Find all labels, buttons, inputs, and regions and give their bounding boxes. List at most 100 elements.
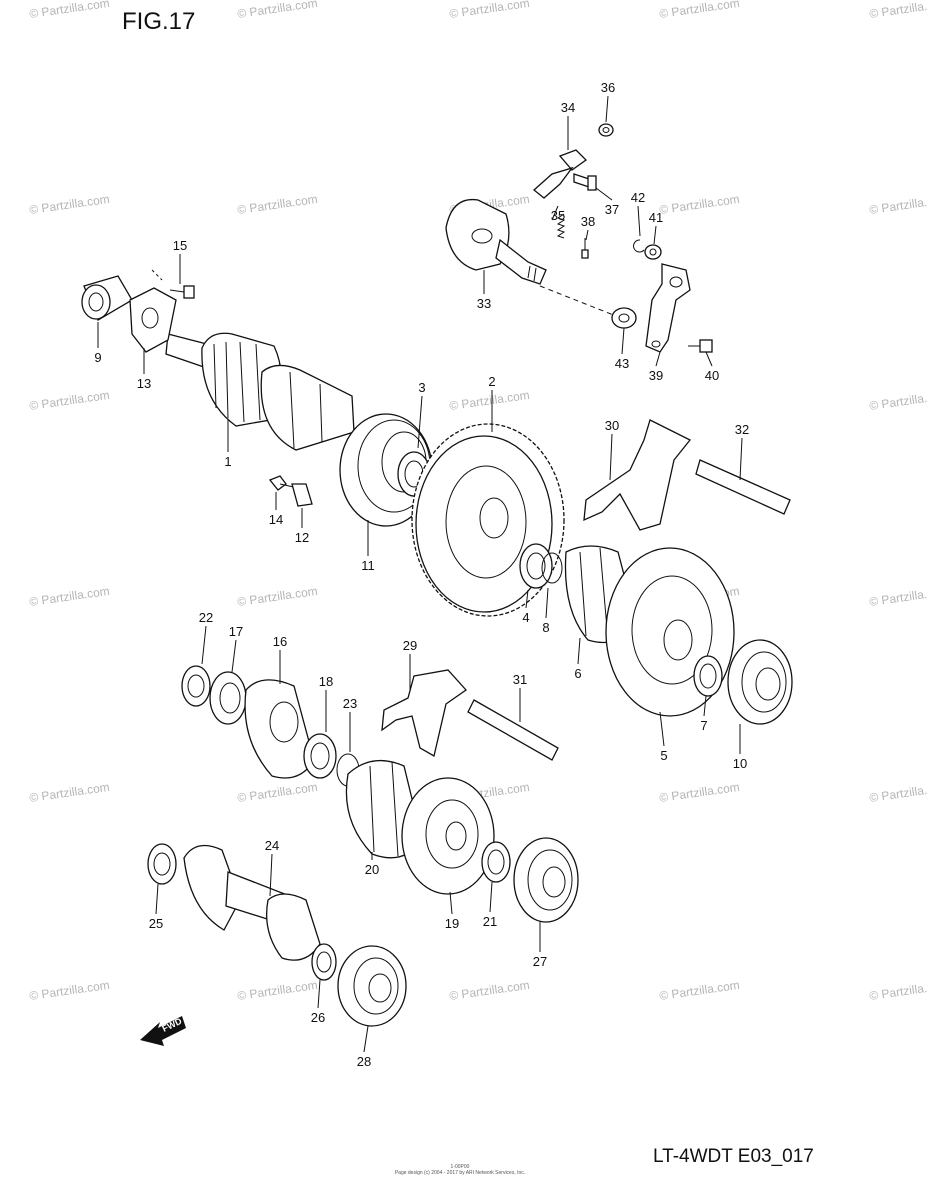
part-22-washer[interactable] <box>181 665 211 707</box>
callout-37[interactable]: 37 <box>605 202 619 217</box>
callout-14[interactable]: 14 <box>269 512 283 527</box>
callout-28[interactable]: 28 <box>357 1054 371 1069</box>
callout-40[interactable]: 40 <box>705 368 719 383</box>
callout-16[interactable]: 16 <box>273 634 287 649</box>
watermark-1: © Partzilla.com <box>236 0 318 21</box>
part-19-gear[interactable] <box>401 777 495 895</box>
callout-24[interactable]: 24 <box>265 838 279 853</box>
callout-18[interactable]: 18 <box>319 674 333 689</box>
part-41-washer[interactable] <box>644 244 662 260</box>
part-30-shift-fork[interactable] <box>583 419 692 531</box>
callout-8[interactable]: 8 <box>542 620 549 635</box>
part-42-circlip[interactable] <box>633 239 645 253</box>
leader-line-38 <box>585 229 589 241</box>
part-8-circlip[interactable] <box>541 552 563 584</box>
part-29-shift-fork[interactable] <box>381 669 467 757</box>
part-40-bolt[interactable] <box>688 339 713 353</box>
callout-31[interactable]: 31 <box>513 672 527 687</box>
part-28-bearing[interactable] <box>337 945 407 1027</box>
watermark-20: © Partzilla.com <box>236 780 318 805</box>
callout-32[interactable]: 32 <box>735 422 749 437</box>
watermark-25: © Partzilla.com <box>236 978 318 1003</box>
callout-38[interactable]: 38 <box>581 214 595 229</box>
callout-36[interactable]: 36 <box>601 80 615 95</box>
part-38-bolt[interactable] <box>581 238 589 259</box>
callout-17[interactable]: 17 <box>229 624 243 639</box>
callout-4[interactable]: 4 <box>522 610 529 625</box>
callout-30[interactable]: 30 <box>605 418 619 433</box>
callout-10[interactable]: 10 <box>733 756 747 771</box>
part-35-spring[interactable] <box>556 213 566 239</box>
leader-line-26 <box>317 979 321 1009</box>
part-14-bolt[interactable] <box>268 475 299 491</box>
leader-line-28 <box>363 1025 369 1053</box>
callout-6[interactable]: 6 <box>574 666 581 681</box>
part-21-washer[interactable] <box>481 841 511 883</box>
callout-12[interactable]: 12 <box>295 530 309 545</box>
leader-line-21 <box>489 881 493 913</box>
watermark-18: © Partzilla.com <box>868 584 927 609</box>
leader-line-6 <box>577 637 581 665</box>
leader-line-8 <box>545 587 549 619</box>
part-34-shift-pawl-lever[interactable] <box>532 149 588 199</box>
callout-1[interactable]: 1 <box>224 454 231 469</box>
watermark-15: © Partzilla.com <box>236 584 318 609</box>
callout-39[interactable]: 39 <box>649 368 663 383</box>
callout-9[interactable]: 9 <box>94 350 101 365</box>
callout-27[interactable]: 27 <box>533 954 547 969</box>
callout-34[interactable]: 34 <box>561 100 575 115</box>
watermark-22: © Partzilla.com <box>658 780 740 805</box>
callout-25[interactable]: 25 <box>149 916 163 931</box>
leader-line-35 <box>551 205 559 221</box>
callout-35[interactable]: 35 <box>551 208 565 223</box>
callout-42[interactable]: 42 <box>631 190 645 205</box>
part-12-stopper[interactable] <box>291 483 313 507</box>
part-36-washer[interactable] <box>598 123 614 137</box>
part-27-bearing[interactable] <box>513 837 579 923</box>
watermark-6: © Partzilla.com <box>236 192 318 217</box>
leader-line-37 <box>595 187 613 201</box>
callout-19[interactable]: 19 <box>445 916 459 931</box>
callout-15[interactable]: 15 <box>173 238 187 253</box>
callout-43[interactable]: 43 <box>615 356 629 371</box>
watermark-24: © Partzilla.com <box>28 978 110 1003</box>
part-16-gear[interactable] <box>244 679 315 779</box>
part-1-countershaft[interactable] <box>165 332 355 451</box>
callout-11[interactable]: 11 <box>361 558 375 573</box>
leader-line-5 <box>659 711 665 747</box>
callout-20[interactable]: 20 <box>365 862 379 877</box>
part-7-washer[interactable] <box>693 655 723 697</box>
callout-13[interactable]: 13 <box>137 376 151 391</box>
callout-33[interactable]: 33 <box>477 296 491 311</box>
part-31-fork-shaft[interactable] <box>467 699 559 761</box>
part-26-washer[interactable] <box>311 943 337 981</box>
watermark-26: © Partzilla.com <box>448 978 530 1003</box>
part-37-bolt[interactable] <box>573 173 597 191</box>
callout-23[interactable]: 23 <box>343 696 357 711</box>
callout-41[interactable]: 41 <box>649 210 663 225</box>
callout-22[interactable]: 22 <box>199 610 213 625</box>
part-18-washer[interactable] <box>303 733 337 779</box>
part-39-shift-arm[interactable] <box>645 263 691 353</box>
part-24-driveshaft[interactable] <box>183 844 321 961</box>
watermark-12: © Partzilla.com <box>448 388 530 413</box>
callout-5[interactable]: 5 <box>660 748 667 763</box>
part-13-bearing-retainer[interactable] <box>129 287 177 353</box>
leader-line-30 <box>609 433 613 481</box>
part-17-bushing[interactable] <box>209 671 247 725</box>
part-32-fork-shaft[interactable] <box>695 459 791 515</box>
callout-29[interactable]: 29 <box>403 638 417 653</box>
callout-26[interactable]: 26 <box>311 1010 325 1025</box>
part-9-needle-bearing[interactable] <box>81 275 133 321</box>
callout-7[interactable]: 7 <box>700 718 707 733</box>
part-15-screw[interactable] <box>151 269 195 299</box>
watermark-27: © Partzilla.com <box>658 978 740 1003</box>
part-43-bearing[interactable] <box>611 307 637 329</box>
callout-2[interactable]: 2 <box>488 374 495 389</box>
leader-line-19 <box>449 891 453 915</box>
part-25-washer[interactable] <box>147 843 177 885</box>
part-10-bearing[interactable] <box>727 639 793 725</box>
part-33-shift-shaft[interactable] <box>445 198 617 317</box>
callout-3[interactable]: 3 <box>418 380 425 395</box>
callout-21[interactable]: 21 <box>483 914 497 929</box>
